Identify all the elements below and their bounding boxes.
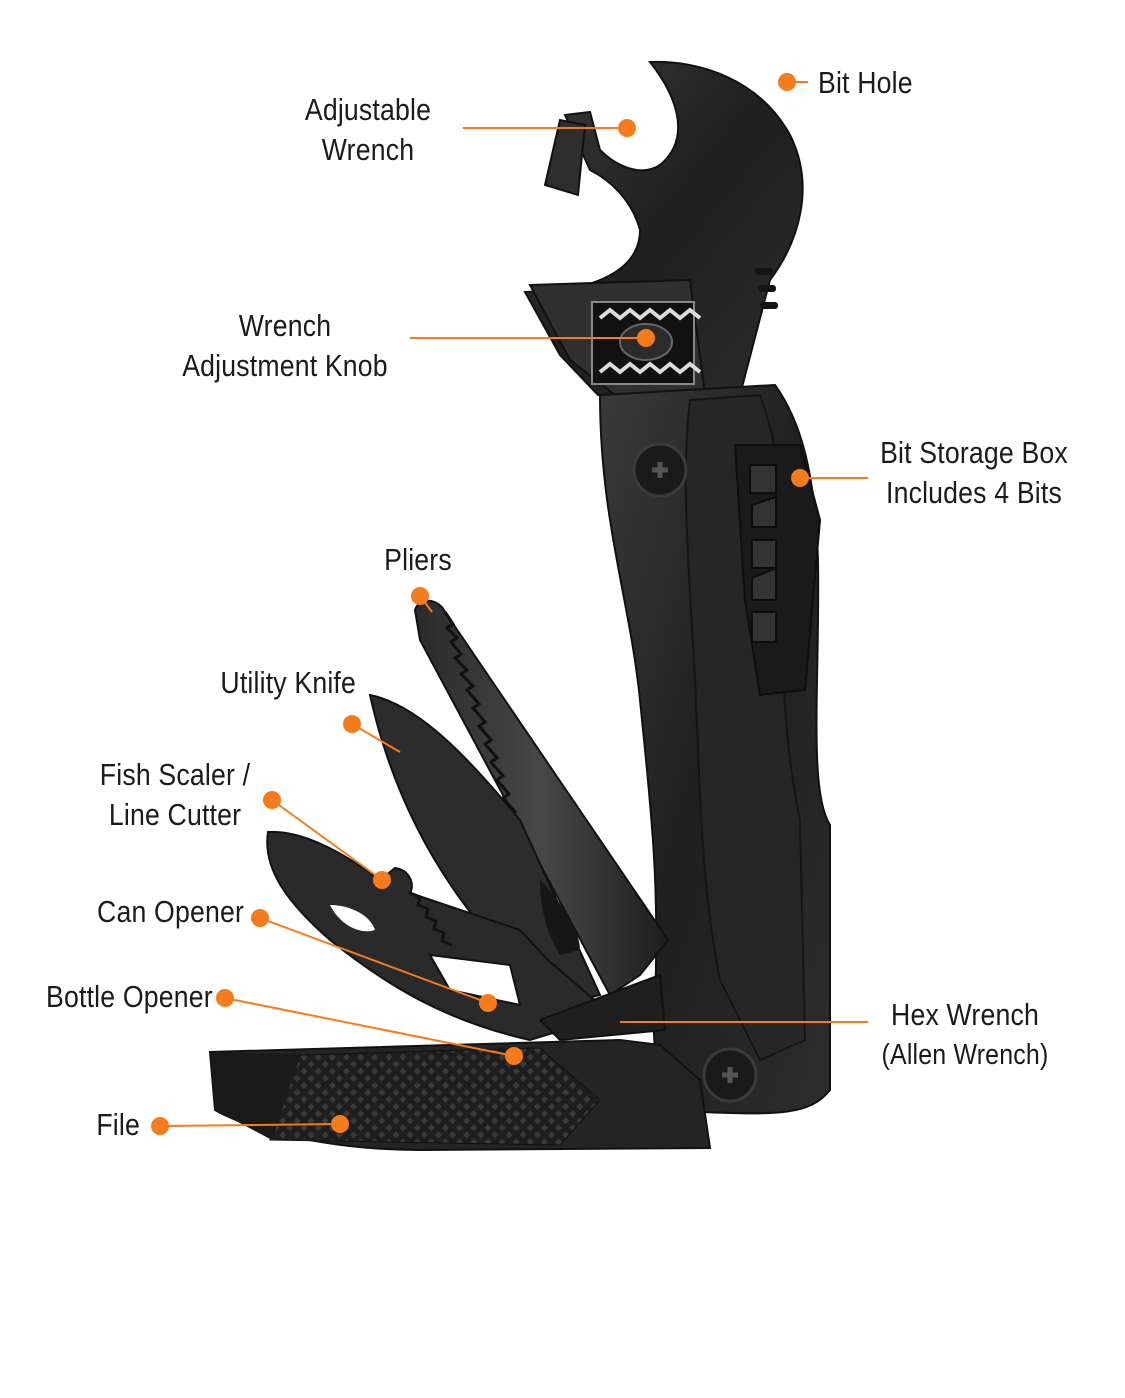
- file-part: [208, 1038, 712, 1152]
- hex-wrench-part: [538, 973, 667, 1042]
- label-adjustable-wrench: Adjustable Wrench: [304, 92, 432, 167]
- opener-part: [266, 830, 615, 1042]
- label-bit-hole: Bit Hole: [818, 65, 913, 100]
- label-fish-scaler: Fish Scaler / Line Cutter: [99, 757, 251, 832]
- leader-lines: [159, 81, 868, 1127]
- label-bit-storage-box: Bit Storage Box Includes 4 Bits: [880, 435, 1068, 510]
- label-utility-knife: Utility Knife: [220, 665, 356, 700]
- label-hex-wrench: Hex Wrench (Allen Wrench): [881, 997, 1049, 1071]
- label-bottle-opener: Bottle Opener: [46, 979, 213, 1014]
- label-wrench-adjustment-knob: Wrench Adjustment Knob: [182, 308, 388, 383]
- label-pliers: Pliers: [384, 542, 452, 577]
- leader-dots: [151, 73, 809, 1135]
- label-can-opener: Can Opener: [97, 894, 244, 929]
- adjustable-wrench-part: [523, 60, 804, 396]
- label-file: File: [96, 1107, 140, 1142]
